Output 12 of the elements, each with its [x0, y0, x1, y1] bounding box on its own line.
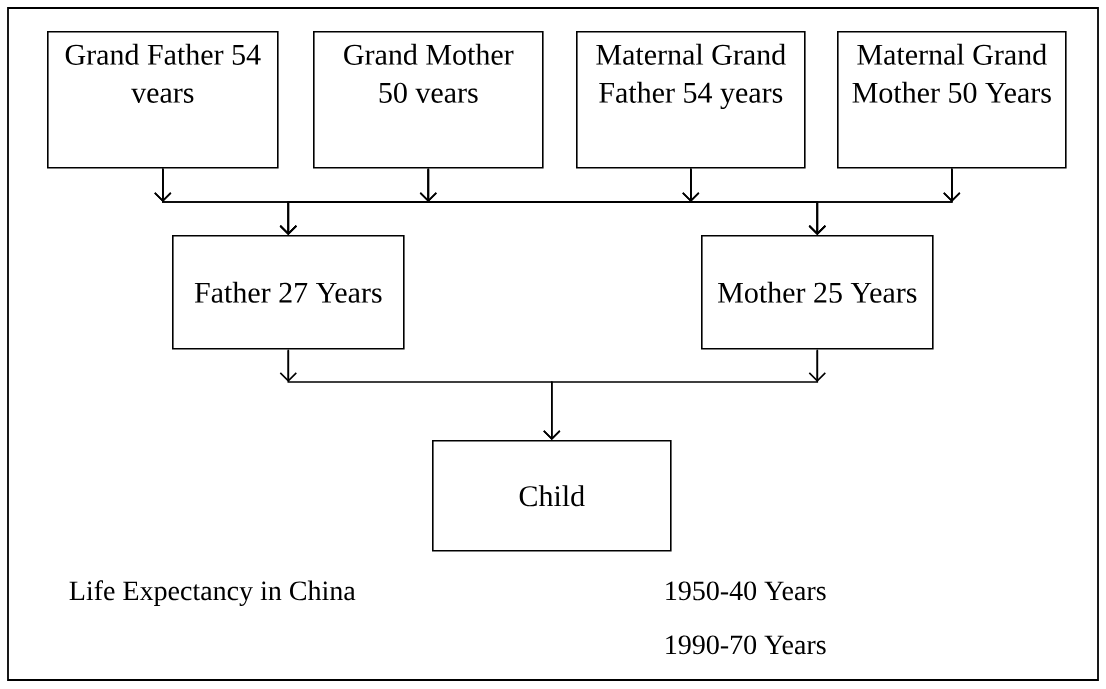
- arrow: [808, 167, 961, 235]
- person-box: Maternal Grand Mother 50 Years: [837, 31, 1067, 169]
- note-text: Life Expectancy in China: [69, 580, 356, 607]
- person-box: Grand Mother 50 vears: [313, 31, 544, 169]
- note-text: 1950-40 Years: [666, 581, 826, 601]
- note-text: 1990-70 Years: [666, 635, 826, 655]
- person-box: Child: [432, 440, 672, 552]
- arrow: [543, 348, 827, 440]
- person-box: Maternal Grand Father 54 years: [576, 31, 806, 169]
- person-box: Father 27 Years: [172, 235, 405, 350]
- person-box: Mother 25 Years: [701, 235, 934, 350]
- person-box: Grand Father 54 vears: [47, 31, 279, 169]
